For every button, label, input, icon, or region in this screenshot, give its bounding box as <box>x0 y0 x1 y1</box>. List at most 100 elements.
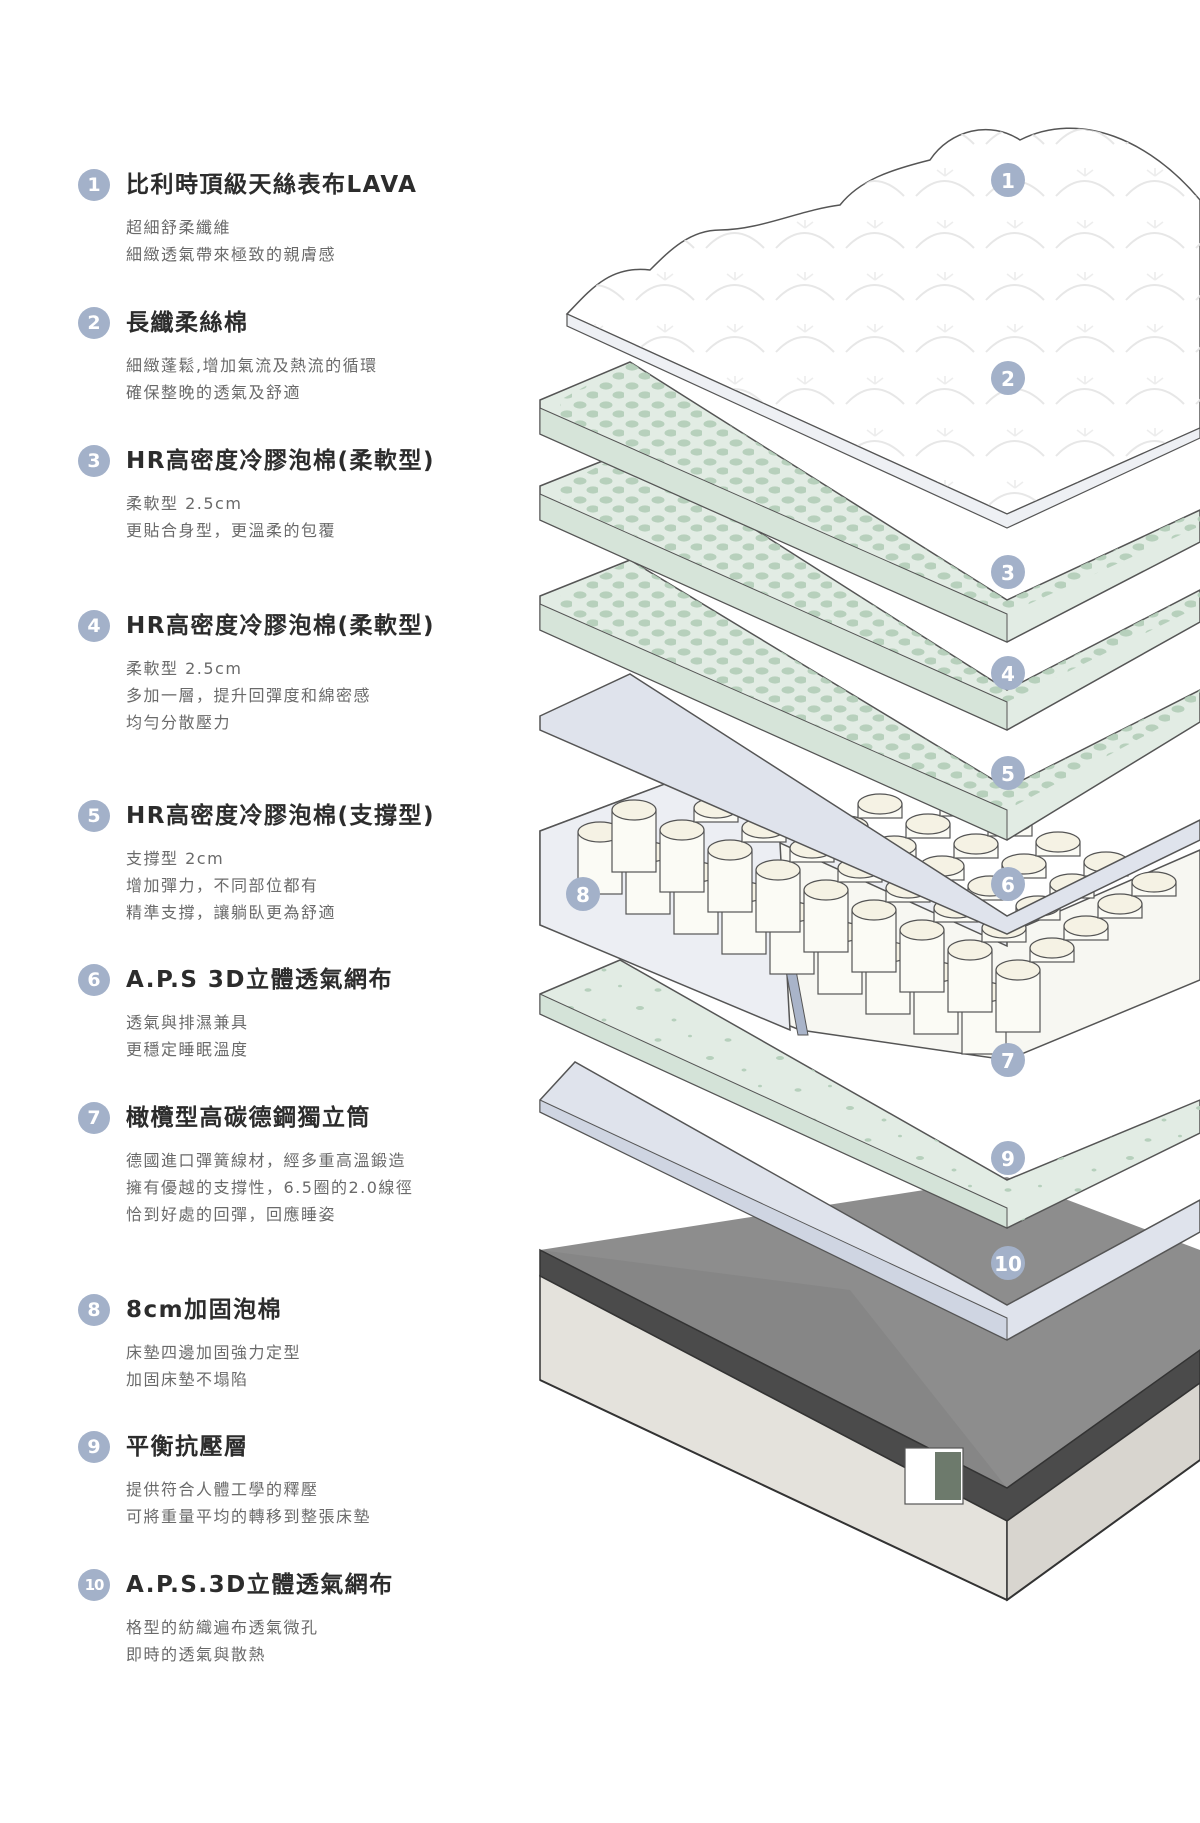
layer-description-line: 恰到好處的回彈，回應睡姿 <box>126 1205 337 1224</box>
marker-circle <box>991 756 1025 790</box>
layer-title: 橄欖型高碳德鋼獨立筒 <box>126 1105 371 1131</box>
spring-coil <box>899 919 945 993</box>
layer-description-line: 增加彈力，不同部位都有 <box>126 876 319 895</box>
layer-number-badge: 4 <box>78 610 110 642</box>
spring-coil <box>947 939 993 1013</box>
spring-coil <box>693 797 739 823</box>
layer-9-balance <box>539 959 1200 1229</box>
layer-7-8-springs <box>539 781 1200 1061</box>
layer-6-mesh <box>539 673 1200 935</box>
diagram-marker-3: 3 <box>991 555 1025 589</box>
layer-description: 格型的紡織遍布透氣微孔即時的透氣與散熱 <box>126 1614 319 1668</box>
layer-description-line: 擁有優越的支撐性，6.5圈的2.0線徑 <box>126 1178 414 1197</box>
layer-3-foam <box>539 361 1200 643</box>
layer-description: 超細舒柔纖維細緻透氣帶來極致的親膚感 <box>126 214 336 268</box>
layer-description: 德國進口彈簧線材，經多重高溫鍛造擁有優越的支撐性，6.5圈的2.0線徑恰到好處的… <box>126 1147 413 1228</box>
layer-number-badge: 1 <box>78 169 110 201</box>
layer-5-foam <box>539 559 1200 841</box>
marker-circle <box>991 656 1025 690</box>
layer-description-line: 柔軟型 2.5cm <box>126 659 243 678</box>
marker-circle <box>991 867 1025 901</box>
layer-description-line: 即時的透氣與散熱 <box>126 1645 267 1664</box>
spring-coil <box>707 839 753 913</box>
marker-circle <box>991 1246 1025 1280</box>
marker-label: 7 <box>1001 1049 1015 1073</box>
layer-title: A.P.S.3D立體透氣網布 <box>126 1572 394 1598</box>
marker-circle <box>991 1141 1025 1175</box>
layer-description-line: 精準支撐，讓躺臥更為舒適 <box>126 903 337 922</box>
layer-description: 提供符合人體工學的釋壓可將重量平均的轉移到整張床墊 <box>126 1476 371 1530</box>
diagram-marker-1: 1 <box>991 163 1025 197</box>
layer-title: HR高密度冷膠泡棉(柔軟型) <box>126 448 435 474</box>
marker-label: 8 <box>576 883 590 907</box>
layer-description: 柔軟型 2.5cm 多加一層，提升回彈度和綿密感均勻分散壓力 <box>126 655 371 736</box>
layer-description: 細緻蓬鬆,增加氣流及熱流的循環確保整晚的透氣及舒適 <box>126 352 378 406</box>
layer-description-line: 超細舒柔纖維 <box>126 218 232 237</box>
spring-coil <box>1097 893 1143 919</box>
spring-coil <box>1131 871 1177 897</box>
layer-number-badge: 6 <box>78 964 110 996</box>
layer-number-badge: 9 <box>78 1431 110 1463</box>
spring-coil <box>1035 831 1081 857</box>
marker-label: 2 <box>1001 367 1015 391</box>
layer-description-line: 多加一層，提升回彈度和綿密感 <box>126 686 372 705</box>
layer-description-line: 透氣與排濕兼具 <box>126 1013 249 1032</box>
layer-description-line: 更穩定睡眠溫度 <box>126 1040 249 1059</box>
spring-coil <box>851 899 897 973</box>
diagram-marker-6: 6 <box>991 867 1025 901</box>
layer-1-2-top <box>565 127 1200 529</box>
marker-label: 3 <box>1001 561 1015 585</box>
layer-number-badge: 2 <box>78 307 110 339</box>
layer-description-line: 細緻透氣帶來極致的親膚感 <box>126 245 337 264</box>
spring-coil <box>953 833 999 859</box>
marker-circle <box>991 163 1025 197</box>
diagram-marker-4: 4 <box>991 656 1025 690</box>
spring-coil <box>611 799 657 873</box>
layer-description-line: 格型的紡織遍布透氣微孔 <box>126 1618 319 1637</box>
marker-circle <box>991 1043 1025 1077</box>
marker-label: 6 <box>1001 873 1015 897</box>
diagram-marker-2: 2 <box>991 361 1025 395</box>
spring-coil <box>1063 915 1109 941</box>
layer-number-badge: 5 <box>78 800 110 832</box>
layer-description-line: 細緻蓬鬆,增加氣流及熱流的循環 <box>126 356 378 375</box>
layer-description-line: 確保整晚的透氣及舒適 <box>126 383 302 402</box>
layer-title: 比利時頂級天絲表布LAVA <box>126 172 418 198</box>
diagram-marker-9: 9 <box>991 1141 1025 1175</box>
spring-coil <box>659 819 705 893</box>
spring-coil <box>995 959 1041 1033</box>
layer-number-badge: 3 <box>78 445 110 477</box>
marker-label: 10 <box>994 1252 1022 1276</box>
layer-title: A.P.S 3D立體透氣網布 <box>126 967 394 993</box>
spring-coil <box>857 793 903 819</box>
layer-description-line: 加固床墊不塌陷 <box>126 1370 249 1389</box>
marker-circle <box>566 877 600 911</box>
diagram-marker-8: 8 <box>566 877 600 911</box>
mattress-base <box>539 1177 1200 1608</box>
layer-title: 平衡抗壓層 <box>126 1434 249 1460</box>
layer-description-line: 德國進口彈簧線材，經多重高溫鍛造 <box>126 1151 407 1170</box>
layer-number-badge: 10 <box>78 1569 110 1601</box>
spring-coil <box>803 879 849 953</box>
spring-coil <box>1029 937 1075 963</box>
marker-label: 5 <box>1001 762 1015 786</box>
layer-10-mesh <box>539 1061 1200 1341</box>
layer-description-line: 均勻分散壓力 <box>126 713 232 732</box>
spring-coil <box>905 813 951 839</box>
layer-title: 8cm加固泡棉 <box>126 1297 283 1323</box>
layer-title: HR高密度冷膠泡棉(柔軟型) <box>126 613 435 639</box>
layer-title: 長纖柔絲棉 <box>126 310 249 336</box>
layer-description-line: 床墊四邊加固強力定型 <box>126 1343 302 1362</box>
layer-title: HR高密度冷膠泡棉(支撐型) <box>126 803 435 829</box>
marker-circle <box>991 361 1025 395</box>
layer-number-badge: 7 <box>78 1102 110 1134</box>
diagram-marker-7: 7 <box>991 1043 1025 1077</box>
spring-coil <box>755 859 801 933</box>
marker-label: 4 <box>1001 662 1015 686</box>
diagram-marker-10: 10 <box>991 1246 1025 1280</box>
layer-description-line: 柔軟型 2.5cm <box>126 494 243 513</box>
